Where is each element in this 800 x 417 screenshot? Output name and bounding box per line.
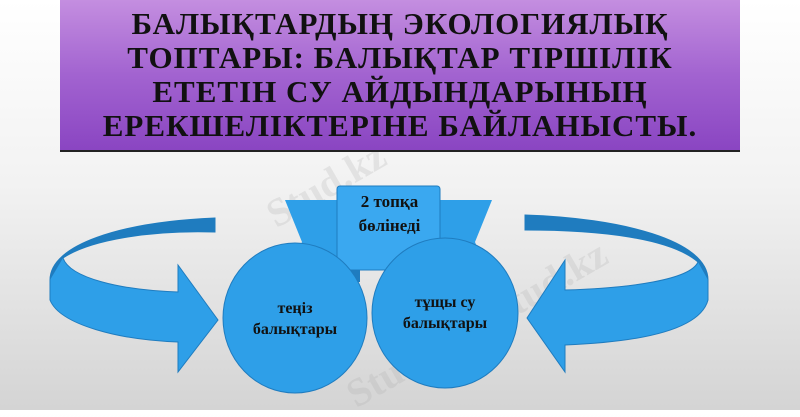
banner-label: 2 топқа бөлінеді	[358, 192, 421, 235]
slide-title: БАЛЫҚТАРДЫҢ ЭКОЛОГИЯЛЫҚ ТОПТАРЫ: БАЛЫҚТА…	[102, 6, 698, 143]
left-circle	[222, 242, 368, 394]
left-circle-label: теңіз балықтары	[252, 300, 338, 338]
right-circle	[371, 237, 519, 389]
title-box: БАЛЫҚТАРДЫҢ ЭКОЛОГИЯЛЫҚ ТОПТАРЫ: БАЛЫҚТА…	[60, 0, 740, 152]
right-curved-arrow	[524, 214, 709, 374]
right-circle-label: тұщы су балықтары	[402, 294, 488, 332]
left-curved-arrow	[49, 217, 219, 374]
